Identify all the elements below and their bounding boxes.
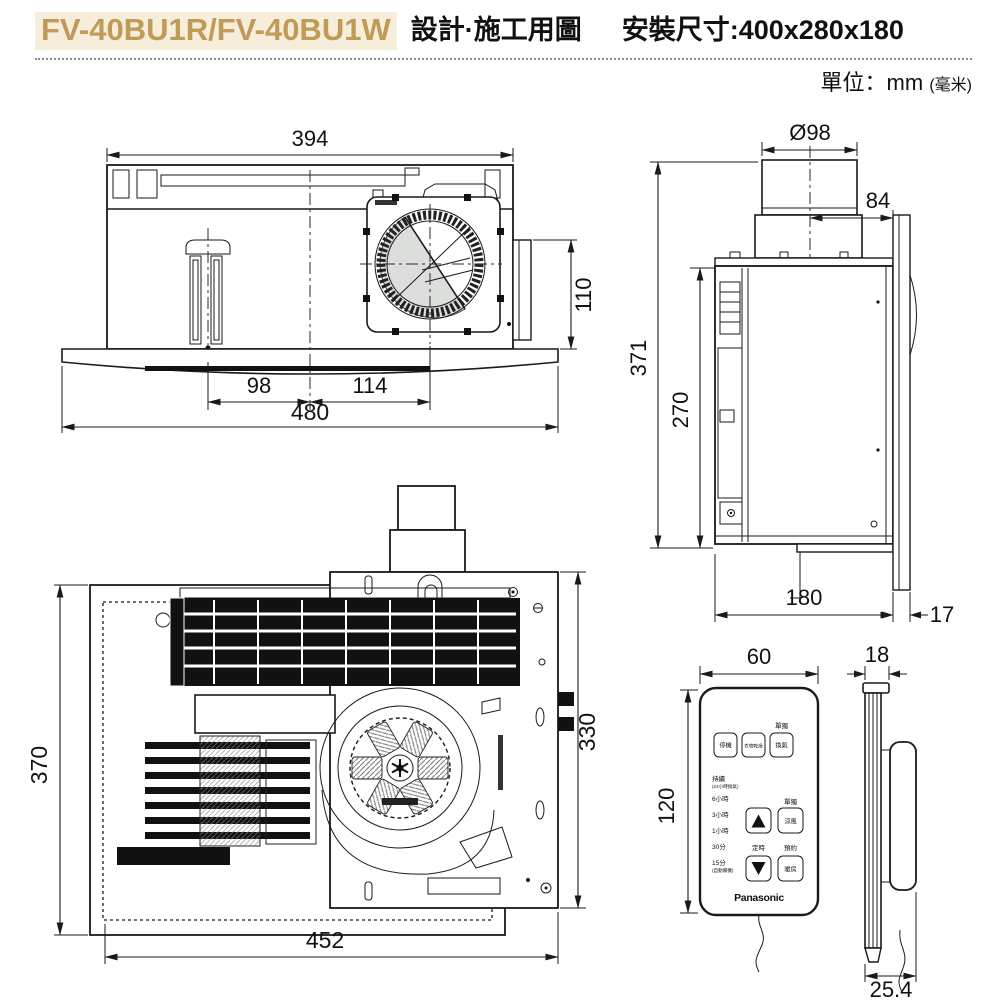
dim-84: 84 [809,188,894,224]
svg-text:衣物乾燥: 衣物乾燥 [744,743,763,750]
svg-text:1小時: 1小時 [712,826,729,835]
doc-title: 設計·施工用圖 [410,15,582,45]
svg-text:Ø98: Ø98 [789,120,831,145]
dim-60: 60 [699,644,819,684]
side-view-drawing: Ø98 84 371 270 180 [626,120,954,627]
svg-text:84: 84 [866,188,890,213]
dim-98dia: Ø98 [761,120,858,156]
svg-text:停機: 停機 [719,742,731,750]
svg-text:(自動關機): (自動關機) [712,867,734,874]
dim-330: 330 [560,571,600,909]
unit-label-small: (毫米) [929,76,972,94]
front-louver [185,228,231,360]
svg-text:25.4: 25.4 [870,977,913,1000]
svg-text:定時: 定時 [752,843,766,852]
dim-370: 370 [26,584,88,936]
side-duct [754,146,863,266]
unit-note: 單位：mm (毫米) [35,60,972,97]
front-view-drawing: 394 110 98 114 480 [61,126,596,433]
unit-label: 單位：mm [820,69,924,95]
stop-button [713,732,738,758]
dim-180-17: 180 17 [714,554,954,627]
svg-text:(24小時換氣): (24小時換氣) [712,783,739,790]
front-fan-opening [360,194,511,344]
svg-text:涼風: 涼風 [784,818,796,826]
svg-text:60: 60 [747,644,771,669]
brand-logo: Panasonic [734,892,784,904]
svg-text:持續: 持續 [712,774,726,783]
bottom-duct [389,485,466,573]
svg-text:370: 370 [26,746,52,784]
dim-25-4: 25.4 [864,892,917,1000]
vent-button [769,732,794,758]
down-arrow-icon [751,862,766,875]
up-arrow-icon [751,814,766,828]
dim-371: 371 [626,161,758,549]
header: FV-40BU1R/FV-40BU1W 設計·施工用圖 安裝尺寸:400x280… [35,12,972,97]
front-right-flange [512,239,532,341]
svg-text:452: 452 [306,927,344,953]
svg-text:暖房: 暖房 [784,866,796,874]
dim-394: 394 [106,126,514,162]
heater-grille [169,587,520,687]
svg-text:單獨: 單獨 [775,721,789,730]
chassis-label [498,735,503,790]
remote-side [862,682,917,993]
fan-model-label [375,200,397,205]
svg-text:6小時: 6小時 [712,794,729,803]
svg-text:30分: 30分 [712,842,726,851]
svg-text:394: 394 [292,126,329,151]
svg-text:120: 120 [654,788,679,825]
svg-text:17: 17 [930,602,954,627]
dry-button [741,732,766,758]
svg-text:330: 330 [574,713,600,751]
svg-text:371: 371 [626,340,651,377]
timer-up-button [745,807,772,834]
bottom-view-drawing: 370 330 452 [26,485,600,964]
svg-text:3小時: 3小時 [712,810,729,819]
title-row: FV-40BU1R/FV-40BU1W 設計·施工用圖 安裝尺寸:400x280… [35,12,972,60]
dim-98-114: 98 114 [207,346,431,410]
blower-fan [319,687,513,875]
svg-text:480: 480 [291,399,329,425]
svg-text:預約: 預約 [784,843,798,852]
timer-scale: 持續 (24小時換氣) 6小時 3小時 1小時 30分 15分 (自動關機) [712,774,739,874]
remote-front: 停機 衣物乾燥 換氣 單獨 持續 (24小時換氣) 6小時 3小時 1小時 30… [698,686,820,973]
lamp-housing [194,694,336,734]
model-number: FV-40BU1R/FV-40BU1W [35,12,397,50]
svg-text:18: 18 [865,642,889,667]
svg-text:換氣: 換氣 [775,742,787,750]
svg-text:270: 270 [668,392,693,429]
dim-18: 18 [847,642,907,680]
svg-text:180: 180 [786,585,823,610]
side-ceiling-panel [892,214,917,591]
svg-text:114: 114 [352,373,387,398]
svg-text:110: 110 [571,277,596,312]
timer-down-button [745,855,772,882]
svg-text:15分: 15分 [712,858,726,867]
heat-button [777,855,804,882]
cool-button [777,807,804,834]
dim-120: 120 [654,689,698,914]
svg-text:單獨: 單獨 [784,797,798,806]
remote-cord-side [898,929,906,993]
dim-480: 480 [61,366,559,433]
install-size: 安裝尺寸:400x280x180 [621,15,904,45]
dim-452: 452 [104,912,559,964]
svg-text:98: 98 [247,373,271,398]
dim-270: 270 [668,267,715,549]
side-body [714,251,894,599]
intake-grille [117,735,317,865]
remote-cord-front [755,914,764,973]
dim-110: 110 [533,239,596,350]
remote-drawing: 停機 衣物乾燥 換氣 單獨 持續 (24小時換氣) 6小時 3小時 1小時 30… [654,642,917,1000]
